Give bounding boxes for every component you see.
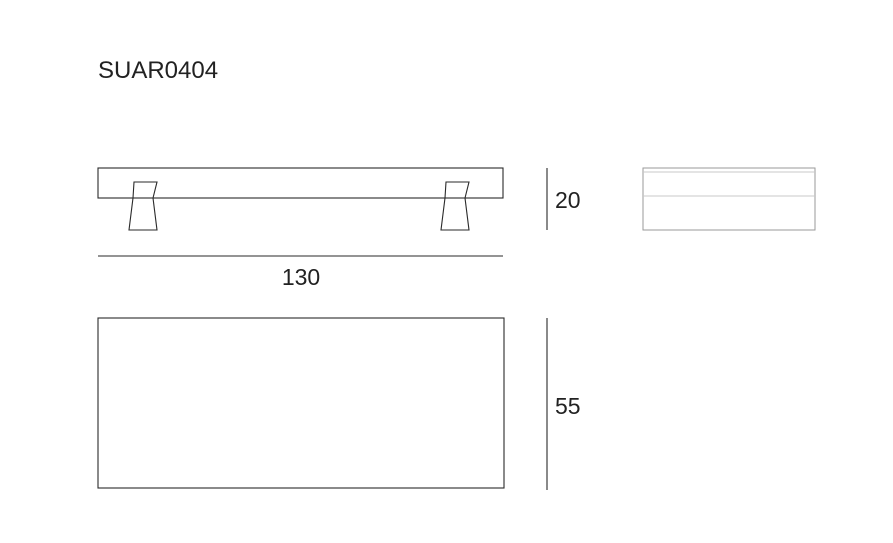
front-plank bbox=[97, 167, 504, 199]
left-bracket bbox=[128, 181, 158, 231]
top-view-plank bbox=[97, 317, 505, 489]
length-dimension-label: 130 bbox=[282, 264, 320, 290]
height-dimension-label: 20 bbox=[555, 187, 581, 213]
side-view bbox=[642, 167, 816, 231]
product-code: SUAR0404 bbox=[98, 57, 218, 84]
front-view bbox=[97, 167, 504, 231]
right-bracket bbox=[440, 181, 470, 231]
side-plank bbox=[642, 167, 816, 231]
width-dimension-label: 55 bbox=[555, 393, 581, 419]
